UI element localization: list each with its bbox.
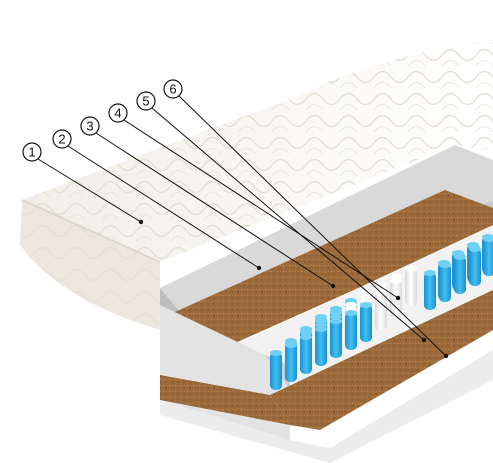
- callout-2: 2: [52, 129, 262, 271]
- callout-3: 3: [80, 116, 336, 289]
- callout-circle: [80, 116, 100, 136]
- callout-number: 2: [58, 132, 65, 147]
- callout-anchor-dot: [421, 337, 427, 343]
- callout-leader-line: [178, 95, 447, 357]
- blue-spring-icon: [270, 350, 282, 390]
- callout-circle: [22, 142, 42, 162]
- callout-anchor-dot: [138, 219, 144, 225]
- callout-number: 3: [86, 119, 93, 134]
- callout-number: 4: [114, 106, 121, 121]
- callout-anchor-dot: [256, 265, 262, 271]
- callout-number: 6: [169, 82, 176, 97]
- callout-circle: [52, 129, 72, 149]
- callouts: 1 2 3 4 5 6: [22, 79, 449, 359]
- blue-spring-icon: [439, 262, 451, 302]
- blue-spring-icon: [469, 246, 481, 286]
- white-spring-icon: [390, 278, 402, 318]
- callout-circle: [163, 79, 183, 99]
- callout-circle: [108, 103, 128, 123]
- callout-circle: [136, 91, 156, 111]
- callout-5: 5: [136, 91, 427, 343]
- callout-number: 1: [28, 145, 35, 160]
- blue-spring-icon: [285, 342, 297, 382]
- callout-leader-line: [67, 145, 260, 269]
- callout-number: 5: [142, 94, 149, 109]
- callout-leader-line: [123, 119, 399, 299]
- callout-leader-line: [95, 132, 334, 287]
- white-spring-icon: [405, 266, 417, 306]
- callout-anchor-dot: [395, 295, 401, 301]
- white-spring-icon: [375, 290, 387, 330]
- blue-spring-icon: [483, 236, 493, 276]
- callout-6: 6: [163, 79, 449, 359]
- quilted-cover: [20, 40, 493, 330]
- blue-spring-icon: [315, 326, 327, 366]
- blue-spring-icon: [454, 254, 466, 294]
- base-layer: [160, 350, 493, 463]
- callout-leader-line: [37, 158, 142, 223]
- callout-anchor-dot: [443, 353, 449, 359]
- callout-1: 1: [22, 142, 144, 225]
- coir-layer-bottom: [160, 290, 493, 430]
- blue-spring-icon: [360, 302, 372, 342]
- pocket-springs: [270, 234, 493, 390]
- blue-spring-icon: [424, 270, 436, 310]
- blue-spring-icon: [345, 310, 357, 350]
- blue-spring-icon: [330, 318, 342, 358]
- blue-spring-icon: [300, 334, 312, 374]
- callout-anchor-dot: [330, 283, 336, 289]
- callout-4: 4: [108, 103, 401, 301]
- callout-leader-line: [151, 107, 425, 341]
